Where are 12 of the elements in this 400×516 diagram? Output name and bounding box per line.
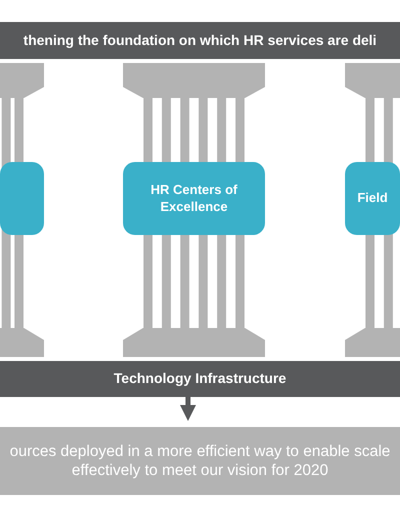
node-text: HR Centers of Excellence: [150, 182, 238, 215]
node-text: Field: [357, 190, 388, 207]
outcome-box: [0, 427, 400, 495]
pillar-box: [123, 162, 265, 235]
arrow: [180, 397, 196, 421]
pillar-box: [345, 162, 400, 235]
foundation-bar: [0, 361, 400, 397]
node-text: ources deployed in a more efficient way to enable scale effectively to meet our vision for 2020: [8, 442, 392, 480]
pillar-box: [0, 162, 44, 235]
node-text: Technology Infrastructure: [114, 370, 286, 388]
node-text: thening the foundation on which HR services are deli: [23, 32, 377, 50]
banner: [0, 22, 400, 59]
